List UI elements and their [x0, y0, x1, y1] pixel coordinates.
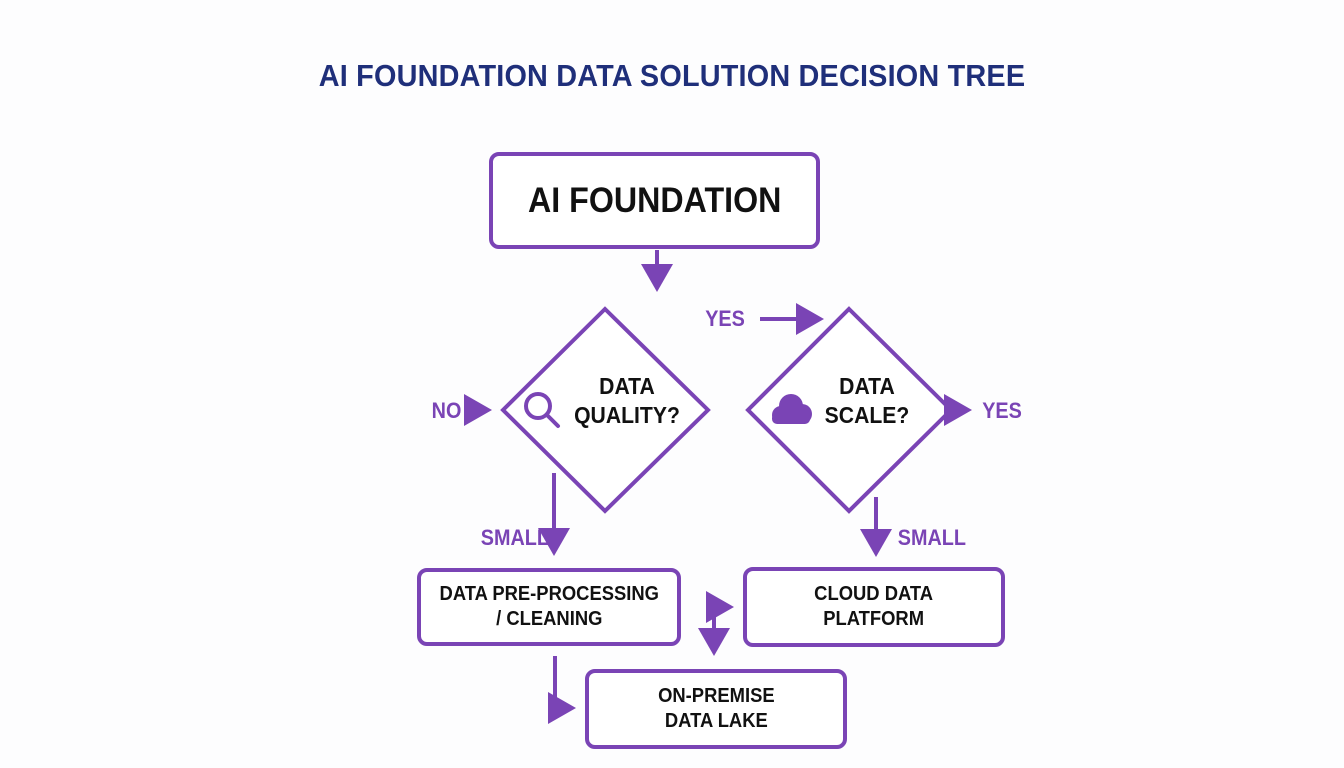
preprocessing-node: DATA PRE-PROCESSING / CLEANING — [417, 568, 681, 646]
arrow-preprocessing-to-lake — [548, 656, 576, 724]
decision-diamond-quality — [500, 306, 711, 514]
data-lake-line1: ON-PREMISE — [657, 685, 775, 707]
edge-label-small-right: SMALL — [897, 525, 966, 550]
decision-scale-line1: DATA — [839, 373, 895, 399]
data-lake-line2: DATA LAKE — [664, 710, 768, 732]
decision-scale-text: DATA SCALE? — [816, 372, 917, 430]
decision-quality-text: DATA QUALITY? — [567, 372, 687, 430]
root-node: AI FOUNDATION — [489, 152, 820, 249]
decision-quality-line2: QUALITY? — [574, 401, 680, 428]
decision-quality-line1: DATA — [599, 373, 655, 399]
decision-scale-line2: SCALE? — [824, 401, 910, 428]
cloud-platform-line1: CLOUD DATA — [814, 583, 934, 605]
cloud-icon — [772, 394, 812, 424]
edge-label-small-left: SMALL — [480, 525, 549, 550]
diagram-title: AI FOUNDATION DATA SOLUTION DECISION TRE… — [318, 58, 1026, 93]
cloud-platform-line2: PLATFORM — [823, 608, 925, 630]
preprocessing-line2: / CLEANING — [495, 608, 603, 630]
cloud-platform-node: CLOUD DATA PLATFORM — [743, 567, 1005, 647]
data-lake-node: ON-PREMISE DATA LAKE — [585, 669, 847, 749]
edge-label-no: NO — [431, 398, 462, 423]
edge-label-yes-right: YES — [982, 398, 1022, 423]
arrow-lake-to-cloud — [706, 591, 734, 648]
edge-label-yes-top: YES — [705, 306, 745, 331]
preprocessing-line1: DATA PRE-PROCESSING — [439, 583, 659, 605]
magnifier-icon — [524, 392, 560, 428]
root-node-label: AI FOUNDATION — [527, 180, 782, 220]
decision-diamond-scale — [745, 306, 954, 514]
